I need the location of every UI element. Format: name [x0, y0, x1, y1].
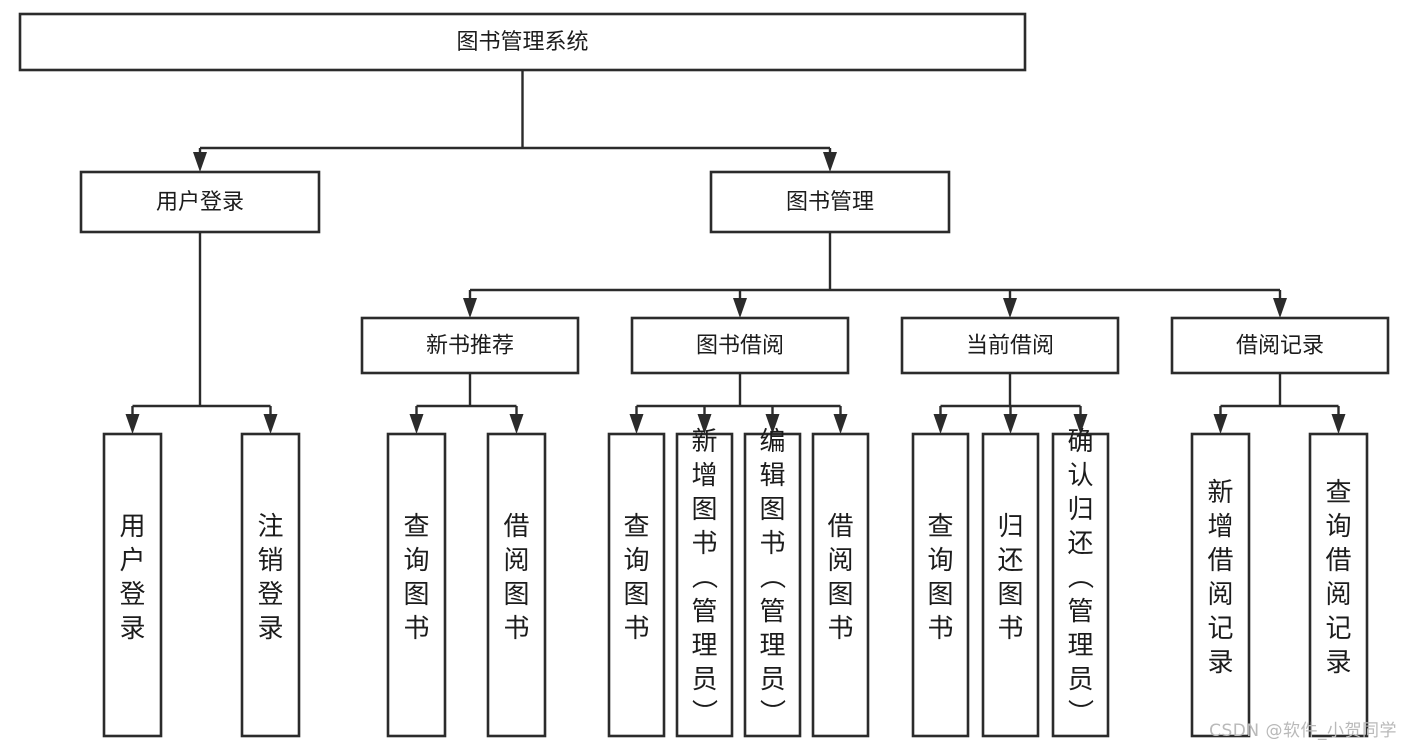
node-box[interactable] — [1190, 432, 1251, 738]
leaf-node-leaf-user-login[interactable]: 用户登录 — [102, 432, 163, 738]
leaf-label-vertical: 查询借阅记录 — [1325, 478, 1351, 678]
node-box[interactable] — [981, 432, 1040, 738]
arrow-head-icon — [463, 298, 477, 318]
node-user-login[interactable]: 用户登录 — [79, 170, 321, 234]
leaf-label-vertical: 编辑图书（管理员） — [759, 427, 785, 729]
arrow-head-icon — [125, 414, 140, 434]
leaf-label-vertical: 查询图书 — [403, 512, 429, 644]
node-label: 图书借阅 — [696, 334, 784, 359]
node-box[interactable] — [240, 432, 301, 738]
leaf-label-vertical: 借阅图书 — [503, 512, 529, 644]
node-box[interactable] — [486, 432, 547, 738]
node-borrow-record[interactable]: 借阅记录 — [1170, 316, 1390, 375]
leaf-node-leaf-query-book-3[interactable]: 查询图书 — [911, 432, 970, 738]
arrow-head-icon — [933, 414, 948, 434]
arrow-head-icon — [1003, 298, 1017, 318]
arrow-head-icon — [409, 414, 424, 434]
arrow-head-icon — [697, 414, 712, 434]
leaf-label-vertical: 借阅图书 — [827, 512, 853, 644]
leaf-node-leaf-query-book-2[interactable]: 查询图书 — [607, 432, 666, 738]
edges-layer — [125, 70, 1346, 434]
arrow-head-icon — [1213, 414, 1228, 434]
node-box[interactable] — [675, 432, 734, 738]
edge-group-new-book-rec — [409, 373, 524, 434]
leaf-node-leaf-borrow-book-1[interactable]: 借阅图书 — [486, 432, 547, 738]
arrow-head-icon — [823, 152, 837, 172]
arrow-head-icon — [629, 414, 644, 434]
leaf-node-leaf-query-book-1[interactable]: 查询图书 — [386, 432, 447, 738]
node-book-manage[interactable]: 图书管理 — [709, 170, 951, 234]
leaf-label-vertical: 新增借阅记录 — [1207, 478, 1233, 678]
node-box[interactable] — [18, 12, 1027, 72]
node-box[interactable] — [900, 316, 1120, 375]
node-box[interactable] — [1170, 316, 1390, 375]
leaf-label-vertical: 归还图书 — [997, 512, 1023, 644]
node-label: 借阅记录 — [1236, 334, 1324, 359]
node-label: 当前借阅 — [966, 334, 1054, 359]
node-label: 图书管理 — [786, 190, 874, 215]
node-box[interactable] — [360, 316, 580, 375]
node-box[interactable] — [743, 432, 802, 738]
edge-group-root — [193, 70, 837, 172]
arrow-head-icon — [1073, 414, 1088, 434]
node-new-book-rec[interactable]: 新书推荐 — [360, 316, 580, 375]
arrow-head-icon — [1003, 414, 1018, 434]
arrow-head-icon — [1331, 414, 1346, 434]
node-box[interactable] — [102, 432, 163, 738]
node-box[interactable] — [1051, 432, 1110, 738]
node-box[interactable] — [911, 432, 970, 738]
node-label: 新书推荐 — [426, 334, 514, 359]
leaf-node-leaf-borrow-book-2[interactable]: 借阅图书 — [811, 432, 870, 738]
edge-group-user-login — [125, 232, 278, 434]
leaf-node-leaf-add-record[interactable]: 新增借阅记录 — [1190, 432, 1251, 738]
leaf-label-vertical: 新增图书（管理员） — [691, 427, 717, 729]
leaf-node-leaf-add-book[interactable]: 新增图书（管理员） — [675, 427, 734, 738]
node-box[interactable] — [79, 170, 321, 234]
leaf-node-leaf-query-record[interactable]: 查询借阅记录 — [1308, 432, 1369, 738]
leaf-node-leaf-confirm-return[interactable]: 确认归还（管理员） — [1051, 427, 1110, 738]
node-box[interactable] — [709, 170, 951, 234]
arrow-head-icon — [509, 414, 524, 434]
edge-group-book-borrow — [629, 373, 848, 434]
node-root[interactable]: 图书管理系统 — [18, 12, 1027, 72]
nodes-layer: 图书管理系统用户登录图书管理新书推荐图书借阅当前借阅借阅记录用户登录注销登录查询… — [18, 12, 1390, 738]
edge-group-book-manage — [463, 232, 1287, 318]
watermark-text: CSDN @软件_小贺同学 — [1209, 721, 1397, 741]
leaf-label-vertical: 注销登录 — [257, 512, 283, 644]
leaf-label-vertical: 用户登录 — [119, 512, 145, 644]
leaf-node-leaf-logout[interactable]: 注销登录 — [240, 432, 301, 738]
arrow-head-icon — [263, 414, 278, 434]
edge-group-borrow-record — [1213, 373, 1346, 434]
node-box[interactable] — [607, 432, 666, 738]
leaf-label-vertical: 查询图书 — [623, 512, 649, 644]
node-box[interactable] — [811, 432, 870, 738]
edge-group-current-borrow — [933, 373, 1088, 434]
node-book-borrow[interactable]: 图书借阅 — [630, 316, 850, 375]
leaf-label-vertical: 确认归还（管理员） — [1067, 427, 1093, 729]
arrow-head-icon — [1273, 298, 1287, 318]
node-label: 图书管理系统 — [456, 30, 588, 55]
node-box[interactable] — [386, 432, 447, 738]
node-box[interactable] — [630, 316, 850, 375]
arrow-head-icon — [193, 152, 207, 172]
node-label: 用户登录 — [156, 190, 244, 215]
node-box[interactable] — [1308, 432, 1369, 738]
arrow-head-icon — [833, 414, 848, 434]
node-current-borrow[interactable]: 当前借阅 — [900, 316, 1120, 375]
arrow-head-icon — [765, 414, 780, 434]
arrow-head-icon — [733, 298, 747, 318]
leaf-label-vertical: 查询图书 — [927, 512, 953, 644]
leaf-node-leaf-edit-book[interactable]: 编辑图书（管理员） — [743, 427, 802, 738]
leaf-node-leaf-return-book[interactable]: 归还图书 — [981, 432, 1040, 738]
